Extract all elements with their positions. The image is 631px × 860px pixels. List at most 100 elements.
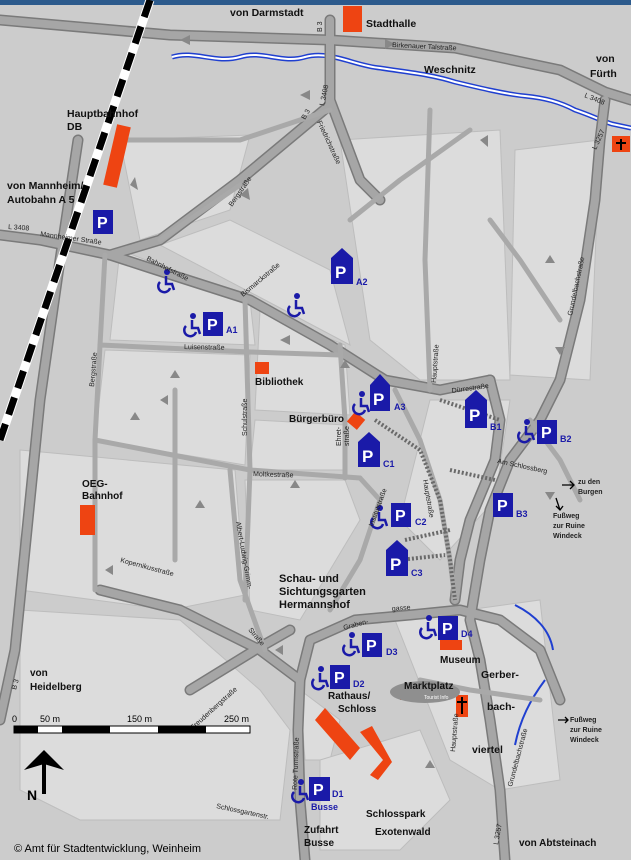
svg-text:B2: B2 [560, 434, 572, 444]
railway [0, 0, 155, 442]
label-bahnhof: Bahnhof [82, 491, 123, 502]
rathaus-building [315, 708, 360, 760]
parking-c1: P C1 [358, 432, 395, 469]
bibliothek-building [255, 362, 269, 374]
parking-d2: P D2 [311, 665, 365, 691]
street-haupt-bottom: Hauptstraße [450, 713, 460, 752]
label-darmstadt: von Darmstadt [230, 7, 304, 19]
svg-text:D3: D3 [386, 647, 398, 657]
label-hauptbahnhof: Hauptbahnhof [67, 108, 139, 120]
label-gerberbach-3: viertel [472, 744, 503, 756]
parking-a3: P A3 [352, 374, 406, 416]
label-zufahrt: Zufahrt [304, 825, 339, 836]
credit-text: © Amt für Stadtentwicklung, Weinheim [14, 843, 201, 855]
label-buergerbuero: Bürgerbüro [289, 414, 344, 425]
svg-text:A3: A3 [394, 402, 406, 412]
label-rathaus: Rathaus/ [328, 691, 370, 702]
label-burgen-2: Burgen [578, 489, 603, 496]
svg-text:150 m: 150 m [127, 714, 152, 724]
label-heidelberg-2: Heidelberg [30, 682, 82, 693]
oeg-building [80, 505, 95, 535]
svg-text:P: P [373, 390, 384, 409]
label-bibliothek: Bibliothek [255, 377, 304, 388]
label-schloss: Schloss [338, 704, 377, 715]
top-border [0, 0, 631, 5]
label-autobahn: Autobahn A 5 [7, 194, 75, 206]
label-fuerth: von [596, 53, 615, 65]
wheelchair-icon [287, 293, 306, 318]
parking-c2: P C2 [370, 503, 427, 530]
svg-text:P: P [442, 621, 453, 638]
street-berg-left: Bergstraße [89, 352, 99, 387]
arrow-icon [562, 480, 575, 490]
street-graben-2: gasse [392, 604, 411, 613]
museum-building [440, 640, 462, 650]
label-hauptbahnhof-db: DB [67, 121, 83, 133]
street-l3408-left: L 3408 [8, 224, 30, 232]
svg-text:P: P [390, 555, 401, 574]
svg-text:250 m: 250 m [224, 714, 249, 724]
label-burgen-1: zu den [578, 479, 600, 486]
svg-text:A1: A1 [226, 325, 238, 335]
label-zufahrt-busse: Busse [304, 838, 334, 849]
label-gerberbach-2: bach- [487, 701, 516, 713]
svg-text:P: P [97, 215, 108, 232]
svg-text:C1: C1 [383, 459, 395, 469]
arrow-icon [555, 497, 564, 511]
parking-d4: P D4 [419, 615, 473, 640]
label-abtsteinach: von Abtsteinach [519, 838, 596, 849]
label-tourist-info: Tourist Info [424, 695, 449, 701]
svg-text:P: P [362, 447, 373, 466]
label-stadthalle: Stadthalle [366, 18, 416, 30]
svg-text:B1: B1 [490, 422, 502, 432]
one-way-arrows [105, 35, 565, 768]
label-mannheim: von Mannheim/ [7, 180, 84, 192]
svg-text:D2: D2 [353, 679, 365, 689]
svg-text:P: P [334, 670, 345, 687]
svg-text:P: P [469, 406, 480, 425]
buildings [80, 6, 462, 780]
svg-text:50 m: 50 m [40, 714, 60, 724]
label-weschnitz: Weschnitz [424, 64, 476, 76]
hauptbahnhof-building [103, 124, 131, 188]
parking-signs: P P A1 P A2 P [93, 210, 572, 812]
label-heidelberg-1: von [30, 668, 48, 679]
street-moltke: Moltkestraße [253, 471, 294, 479]
label-windeck2-3: Windeck [570, 737, 599, 744]
label-exotenwald: Exotenwald [375, 827, 431, 838]
svg-text:P: P [207, 317, 218, 334]
place-labels: von Darmstadt Stadthalle von Fürth Wesch… [7, 7, 617, 849]
parking-sign: P [93, 210, 113, 234]
svg-text:0: 0 [12, 714, 17, 724]
street-b3-left: B 3 [11, 678, 21, 690]
street-b3-top: B 3 [317, 21, 324, 32]
parking-c3: P C3 [386, 540, 423, 578]
label-schlosspark: Schlosspark [366, 809, 426, 820]
street-b3-mid: B 3 [301, 108, 312, 121]
street-ehret: Ehret- [336, 426, 343, 446]
label-hermannshof-3: Hermannshof [279, 599, 350, 611]
svg-text:N: N [27, 787, 37, 803]
label-fuerth-2: Fürth [590, 68, 617, 80]
svg-text:P: P [313, 782, 324, 799]
svg-text:A2: A2 [356, 277, 368, 287]
label-hermannshof-2: Sichtungsgarten [279, 586, 366, 598]
street-schul: Schulstraße [242, 399, 249, 436]
parking-d1: P D1 Busse [291, 777, 344, 812]
svg-text:Busse: Busse [311, 802, 338, 812]
label-marktplatz: Marktplatz [404, 681, 453, 692]
parking-b1: P B1 [465, 390, 502, 432]
parking-d3: P D3 [342, 632, 398, 657]
wheelchair-icon [157, 269, 176, 294]
svg-text:B3: B3 [516, 509, 528, 519]
svg-text:P: P [366, 638, 377, 655]
label-windeck1-1: Fußweg [553, 513, 579, 520]
svg-text:P: P [541, 425, 552, 442]
parking-b3: P B3 [493, 493, 528, 519]
street-l3257-bottom: L 3257 [493, 823, 504, 845]
label-windeck1-3: Windeck [553, 533, 582, 540]
label-gerberbach-1: Gerber- [481, 669, 519, 681]
label-hermannshof-1: Schau- und [279, 573, 339, 585]
street-l3408-top: L 3408 [319, 84, 330, 106]
